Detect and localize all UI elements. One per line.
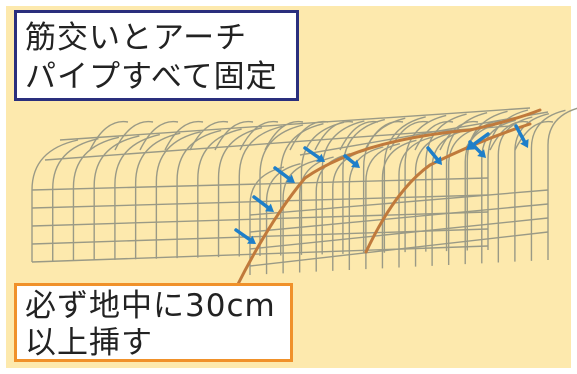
arrow-head xyxy=(286,174,295,183)
arrow-shaft xyxy=(426,146,440,162)
arrow-head xyxy=(433,156,442,165)
arch-rib xyxy=(155,131,201,259)
arrow-head xyxy=(316,153,325,162)
arrow-head xyxy=(265,203,274,212)
arch-rib xyxy=(381,139,417,269)
roof-arch xyxy=(514,120,554,151)
arrow-shaft xyxy=(234,228,253,242)
arrow-icon xyxy=(273,166,295,183)
roof-arch xyxy=(339,120,379,151)
roof-arch xyxy=(89,120,129,151)
ground-depth-label-line2: 以上挿す xyxy=(25,325,153,361)
arch-rib xyxy=(134,132,181,260)
roof-arch xyxy=(489,120,529,151)
side-rail xyxy=(31,211,489,227)
brace-fixing-label: 筋交いとアーチ パイプすべて固定 xyxy=(14,10,299,101)
side-rail xyxy=(31,245,489,263)
arch-rib xyxy=(238,125,283,257)
arch-rib xyxy=(197,128,242,258)
arch-rib xyxy=(514,112,550,262)
arrow-icon xyxy=(426,146,442,165)
ground-depth-label-line1: 必ず地中に30cm xyxy=(25,288,276,324)
arch-rib xyxy=(176,129,222,259)
ground-depth-label: 必ず地中に30cm 以上挿す xyxy=(14,283,293,362)
diagonal-braces xyxy=(234,108,542,290)
arrow-shaft xyxy=(514,124,527,144)
side-rail xyxy=(249,189,549,216)
brace-fixing-label-line1: 筋交いとアーチ xyxy=(25,20,248,56)
arch-rib xyxy=(547,107,577,260)
roof-arch xyxy=(439,120,479,151)
arrow-head xyxy=(351,159,360,168)
arrow-icon xyxy=(514,124,529,148)
arch-rib xyxy=(259,124,304,256)
roof-arch xyxy=(239,120,279,151)
roof-arch xyxy=(414,120,454,151)
arch-rib xyxy=(445,112,488,252)
arch-rib xyxy=(487,109,529,250)
arch-rib xyxy=(530,109,566,261)
arrow-head xyxy=(520,139,529,148)
arrow-head xyxy=(247,235,256,244)
arrow-icon xyxy=(343,154,360,168)
brace-pipe-front xyxy=(234,108,542,290)
arrow-head xyxy=(477,149,486,158)
roof-arch xyxy=(264,120,304,151)
arrow-shaft xyxy=(343,154,357,166)
arch-rib xyxy=(466,110,508,251)
arrow-shaft xyxy=(252,195,271,210)
arch-rib xyxy=(282,159,318,274)
arrow-shaft xyxy=(303,146,322,160)
arch-rib xyxy=(481,119,516,264)
arrow-icon xyxy=(252,195,274,212)
side-rail xyxy=(249,217,549,250)
arch-rib xyxy=(298,156,334,273)
arrow-icon xyxy=(303,146,325,162)
roof-arch xyxy=(389,120,429,151)
arch-rib xyxy=(414,132,450,267)
arrow-icon xyxy=(466,132,490,150)
arrow-shaft xyxy=(469,132,490,148)
roof-arch xyxy=(114,120,154,151)
arch-rib xyxy=(365,142,401,270)
frame-pipes xyxy=(31,107,577,275)
arch-rib xyxy=(265,162,301,275)
arrow-shaft xyxy=(273,166,292,181)
brace-fixing-arrows xyxy=(234,124,529,244)
side-rail xyxy=(249,203,549,233)
roof-arch xyxy=(164,120,204,151)
arch-rib xyxy=(398,136,434,268)
arrow-icon xyxy=(234,228,256,244)
roof-arch xyxy=(189,120,229,151)
roof-arch xyxy=(139,120,179,151)
arrow-head xyxy=(466,141,475,150)
roof-arch xyxy=(364,120,404,151)
roof-arch xyxy=(314,120,354,151)
roof-arch xyxy=(289,120,329,151)
brace-fixing-label-line2: パイプすべて固定 xyxy=(25,59,278,95)
brace-pipe-back xyxy=(364,122,532,254)
roof-arch xyxy=(214,120,254,151)
ridge-rail xyxy=(59,107,531,141)
side-rail xyxy=(249,231,549,267)
